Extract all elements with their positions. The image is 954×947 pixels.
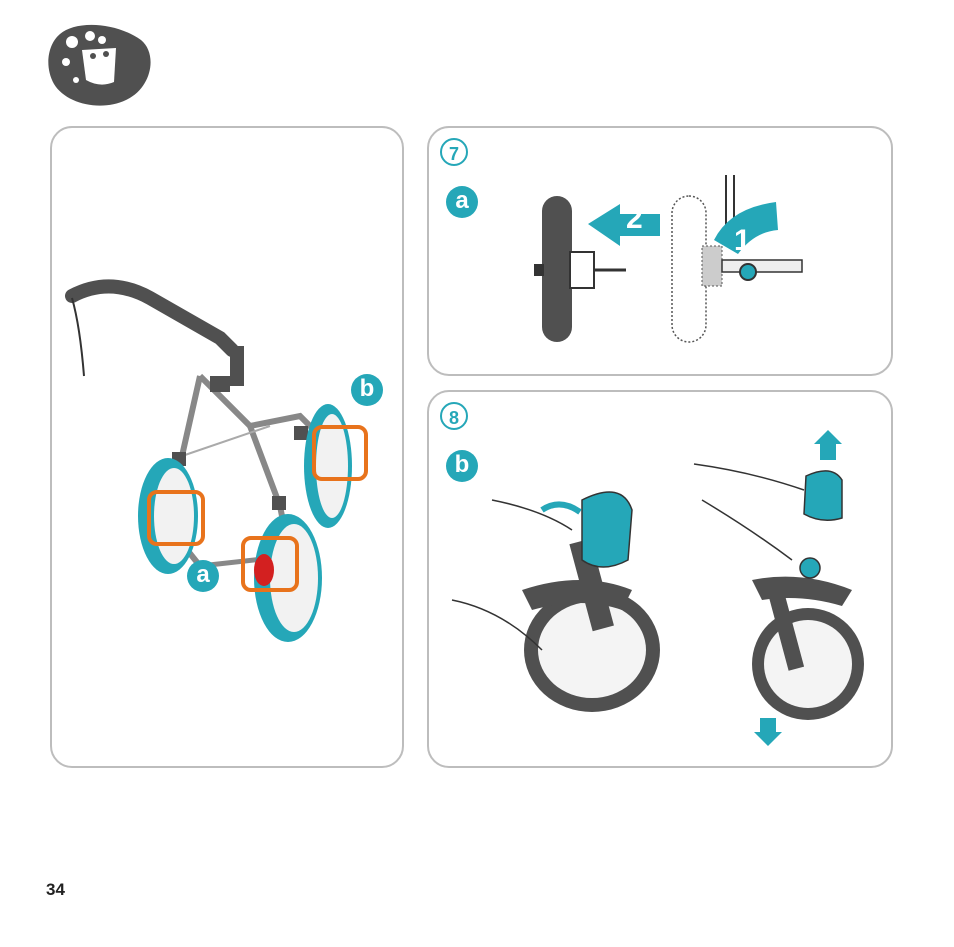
hand-tool-icon (46, 22, 156, 107)
wheel-cap-illustration (432, 400, 882, 760)
label-a-badge: a (187, 560, 219, 592)
arrow2-label: 2 (626, 202, 643, 236)
step7-number: 7 (440, 138, 468, 166)
wheel-removal-illustration (530, 160, 830, 360)
arrow1-label: 1 (734, 224, 751, 258)
stroller-frame-illustration (50, 126, 404, 768)
page-number: 34 (46, 880, 65, 900)
label-b-badge: b (351, 374, 383, 406)
step7-label-badge: a (446, 186, 478, 218)
